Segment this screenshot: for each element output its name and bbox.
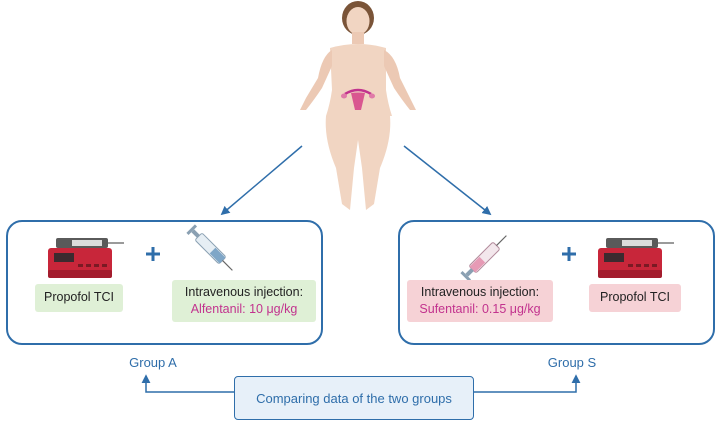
group-a-box [6,220,323,345]
syringe-icon [460,235,507,282]
compare-label: Comparing data of the two groups [256,390,452,406]
syringe-icon [186,224,233,271]
group-a-injection-label: Intravenous injection: Alfentanil: 10 μg… [172,280,316,322]
group-a-injection-dose: Alfentanil: 10 μg/kg [190,302,298,316]
group-s-injection-title: Intravenous injection: [420,285,540,299]
group-a-injection-title: Intravenous injection: [184,285,304,299]
group-s-name: Group S [547,355,597,370]
group-a-tci-label: Propofol TCI [35,284,123,312]
compare-box: Comparing data of the two groups [234,376,474,420]
group-a-name: Group A [129,355,177,370]
female-figure-icon [300,1,416,210]
group-a-tci-text: Propofol TCI [44,290,114,304]
compare-arrow-group-s [474,374,581,393]
arrow-to-group-s [403,145,492,216]
group-s-injection-label: Intravenous injection: Sufentanil: 0.15 … [407,280,553,322]
syringe-pump-icon [48,238,124,278]
arrow-to-group-a [220,145,303,216]
compare-arrow-group-a [141,374,234,393]
plus-icon [146,247,160,261]
group-s-tci-text: Propofol TCI [600,290,670,304]
group-s-box [398,220,715,345]
group-s-injection-dose: Sufentanil: 0.15 μg/kg [419,302,541,316]
group-s-tci-label: Propofol TCI [589,284,681,312]
plus-icon [562,247,576,261]
syringe-pump-icon [598,238,674,278]
